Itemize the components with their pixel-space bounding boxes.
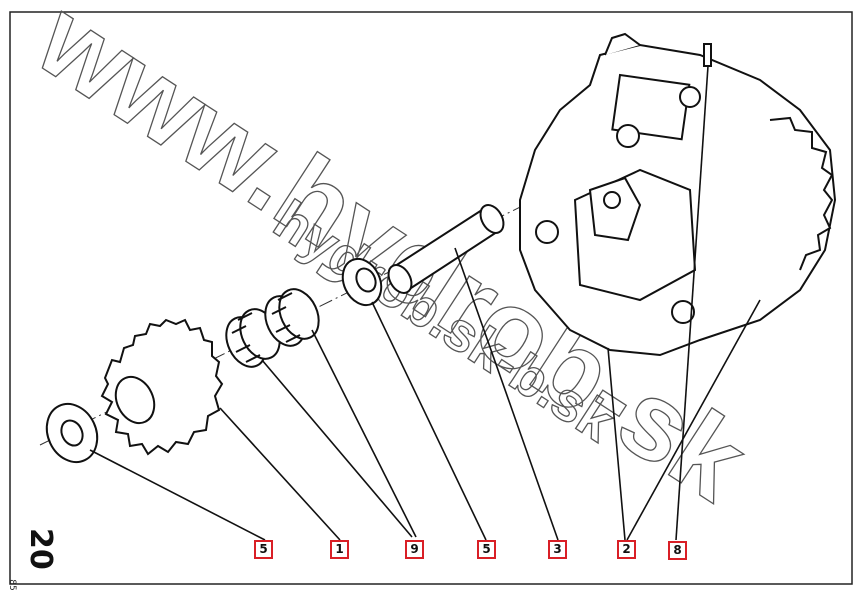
side-code: 85 [7,579,17,591]
washer-right-part [341,257,383,307]
callout-pin: 8 [668,541,687,560]
page-border [9,11,853,585]
housing-part [519,32,837,357]
shaft-part [387,204,505,294]
callout-needle-bearings: 9 [405,540,424,559]
needle-bearings-part [225,288,320,368]
pin-part [703,43,712,67]
callout-washer-right: 5 [477,540,496,559]
callout-gear: 1 [330,540,349,559]
washer-left-part [45,402,99,464]
gear-part [100,318,224,456]
callout-shaft: 3 [548,540,567,559]
callout-washer-left: 5 [254,540,273,559]
callout-housing: 2 [617,540,636,559]
page-number: 20 [23,528,58,570]
leader-lines [89,65,761,541]
